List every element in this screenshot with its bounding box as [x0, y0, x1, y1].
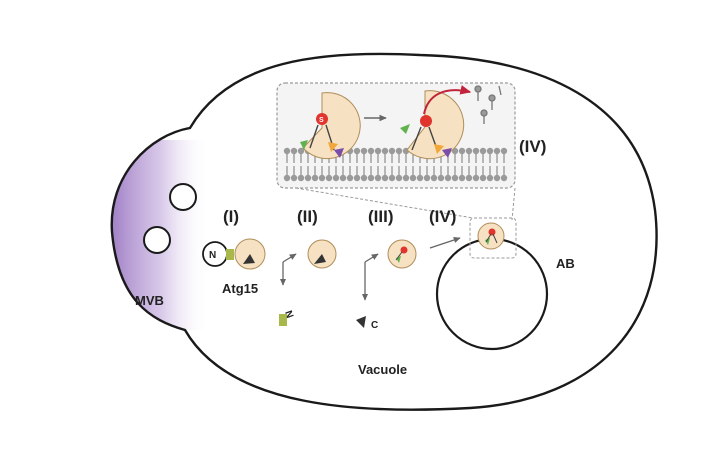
lipid-head-lower: [479, 174, 487, 182]
lipid-head-lower: [283, 174, 291, 182]
lipid-head-lower: [423, 174, 431, 182]
lipid-head-upper: [360, 147, 368, 155]
lipid-head-upper: [374, 147, 382, 155]
lipid-head-lower: [290, 174, 298, 182]
step-3-enzyme: [387, 239, 417, 269]
lipid-head-lower: [318, 174, 326, 182]
lipid-head-lower: [360, 174, 368, 182]
step-2-to-3-arrow: [361, 253, 379, 301]
step-1-atg15: N Atg15: [202, 238, 266, 296]
inset-enzyme-right: [400, 85, 502, 160]
lipid-head-upper: [486, 147, 494, 155]
released-c-fragment: C: [356, 316, 378, 331]
released-n-fragment: N: [279, 309, 295, 326]
step-4-enzyme: [477, 222, 505, 250]
lipid-head-upper: [465, 147, 473, 155]
lipid-head-lower: [388, 174, 396, 182]
lipid-head-lower: [458, 174, 466, 182]
lipid-head-lower: [437, 174, 445, 182]
lipid-head-upper: [353, 147, 361, 155]
lipid-head-lower: [493, 174, 501, 182]
step-2-label: (II): [297, 207, 318, 226]
ab-label: AB: [556, 256, 575, 271]
atg15-label: Atg15: [222, 281, 258, 296]
lipid-head-upper: [472, 147, 480, 155]
lipid-head-lower: [304, 174, 312, 182]
lipid-head-lower: [430, 174, 438, 182]
lipid-head-upper: [381, 147, 389, 155]
lipid-head-lower: [367, 174, 375, 182]
lipid-head-upper: [283, 147, 291, 155]
lipid-head-upper: [297, 147, 305, 155]
lipid-head-lower: [381, 174, 389, 182]
lipid-head-lower: [444, 174, 452, 182]
step-3-label: (III): [368, 207, 394, 226]
lipid-head-lower: [395, 174, 403, 182]
n-terminal-tag: [226, 249, 234, 260]
step-1-to-2-arrow: [279, 253, 297, 286]
autophagic-body: [435, 237, 549, 351]
lipid-head-lower: [346, 174, 354, 182]
lipid-head-upper: [395, 147, 403, 155]
mvb-vesicle-upper: [169, 183, 197, 211]
mvb-label: MVB: [135, 293, 164, 308]
vacuole-label: Vacuole: [358, 362, 407, 377]
lipid-head-upper: [458, 147, 466, 155]
mvb-vesicle-lower: [143, 226, 171, 254]
lipid-head-lower: [332, 174, 340, 182]
lipid-head-upper: [479, 147, 487, 155]
lipid-head-lower: [297, 174, 305, 182]
lipid-head-lower: [311, 174, 319, 182]
lipid-head-lower: [500, 174, 508, 182]
released-n-label: N: [282, 309, 295, 320]
lipid-head-lower: [353, 174, 361, 182]
step-2-enzyme: [307, 239, 337, 269]
lipid-head-upper: [367, 147, 375, 155]
lipid-head-lower: [486, 174, 494, 182]
lipid-head-lower: [472, 174, 480, 182]
lipid-head-upper: [388, 147, 396, 155]
n-terminal-label: N: [209, 250, 216, 261]
zoom-region-box: [469, 217, 517, 259]
inset-enzyme-left: S: [300, 92, 361, 160]
release-arrow: [423, 85, 472, 115]
lipid-head-upper: [500, 147, 508, 155]
lipid-head-upper: [493, 147, 501, 155]
lipid-head-lower: [416, 174, 424, 182]
lipid-head-lower: [325, 174, 333, 182]
step-4-inset-label: (IV): [519, 137, 546, 156]
substrate-icon: [316, 113, 328, 125]
lipid-head-lower: [374, 174, 382, 182]
inset-connector-right: [511, 187, 516, 221]
lipid-head-lower: [451, 174, 459, 182]
released-fragments: [474, 85, 502, 124]
lipid-head-upper: [290, 147, 298, 155]
lipid-head-lower: [339, 174, 347, 182]
lipid-head-lower: [402, 174, 410, 182]
c-terminal-label: C: [371, 320, 378, 331]
step-4-label: (IV): [429, 207, 456, 226]
lipid-head-lower: [465, 174, 473, 182]
lipid-bilayer: [283, 147, 508, 182]
step-3-to-4-arrow: [429, 237, 461, 249]
lipid-head-lower: [409, 174, 417, 182]
substrate-label: S: [319, 117, 324, 124]
step-1-label: (I): [223, 207, 239, 226]
